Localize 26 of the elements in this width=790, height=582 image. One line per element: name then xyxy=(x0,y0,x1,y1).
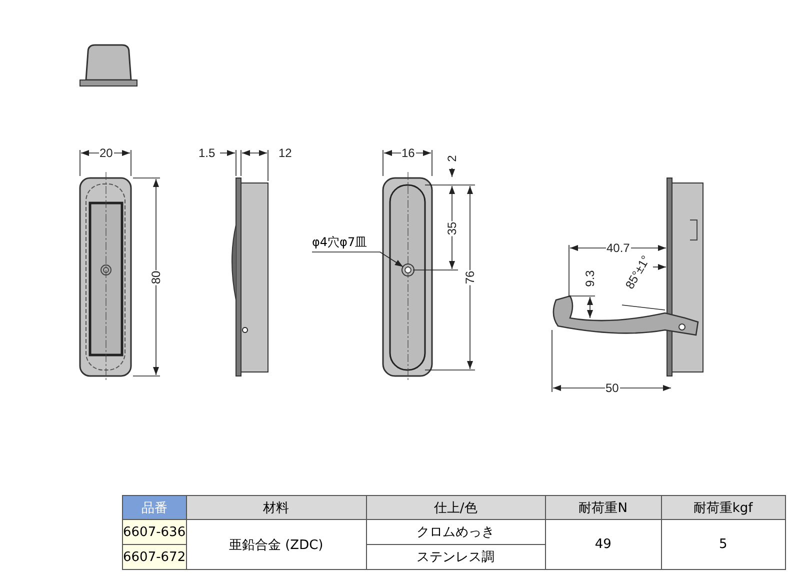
table-cell: ステンレス調 xyxy=(366,544,546,570)
table-header-cell: 耐荷重N xyxy=(545,496,662,520)
dimension-label: 40.7 xyxy=(606,242,631,254)
dimension-label: 20 xyxy=(98,146,114,160)
leader-line xyxy=(312,252,404,268)
dimension-label: 2 xyxy=(445,154,458,162)
dimension-label: 9.3 xyxy=(583,268,596,288)
table-header-cell: 材料 xyxy=(186,496,366,520)
dimension-label: 16 xyxy=(400,146,416,160)
dimension-label: 80 xyxy=(150,269,163,285)
table-header-cell: 仕上/色 xyxy=(366,496,546,520)
table-cell: 亜鉛合金 (ZDC) xyxy=(186,520,366,570)
dimension-label: 12 xyxy=(278,146,293,160)
dimension-label: 76 xyxy=(464,269,477,285)
table-cell: 49 xyxy=(545,520,662,570)
table-cell: 6607-672 xyxy=(122,544,186,570)
table-header-cell: 耐荷重kgf xyxy=(661,496,786,520)
table-cell: 5 xyxy=(661,520,786,570)
countersunk-hole xyxy=(402,264,414,276)
table-cell: 6607-636 xyxy=(122,520,186,544)
dimension-label: 35 xyxy=(446,220,459,236)
dimension-label: 50 xyxy=(604,382,620,394)
table-cell: クロムめっき xyxy=(366,520,546,544)
callout-text: φ4穴φ7皿 xyxy=(312,234,368,251)
table-header-cell: 品番 xyxy=(122,496,186,520)
dimension-label: 1.5 xyxy=(198,146,216,160)
